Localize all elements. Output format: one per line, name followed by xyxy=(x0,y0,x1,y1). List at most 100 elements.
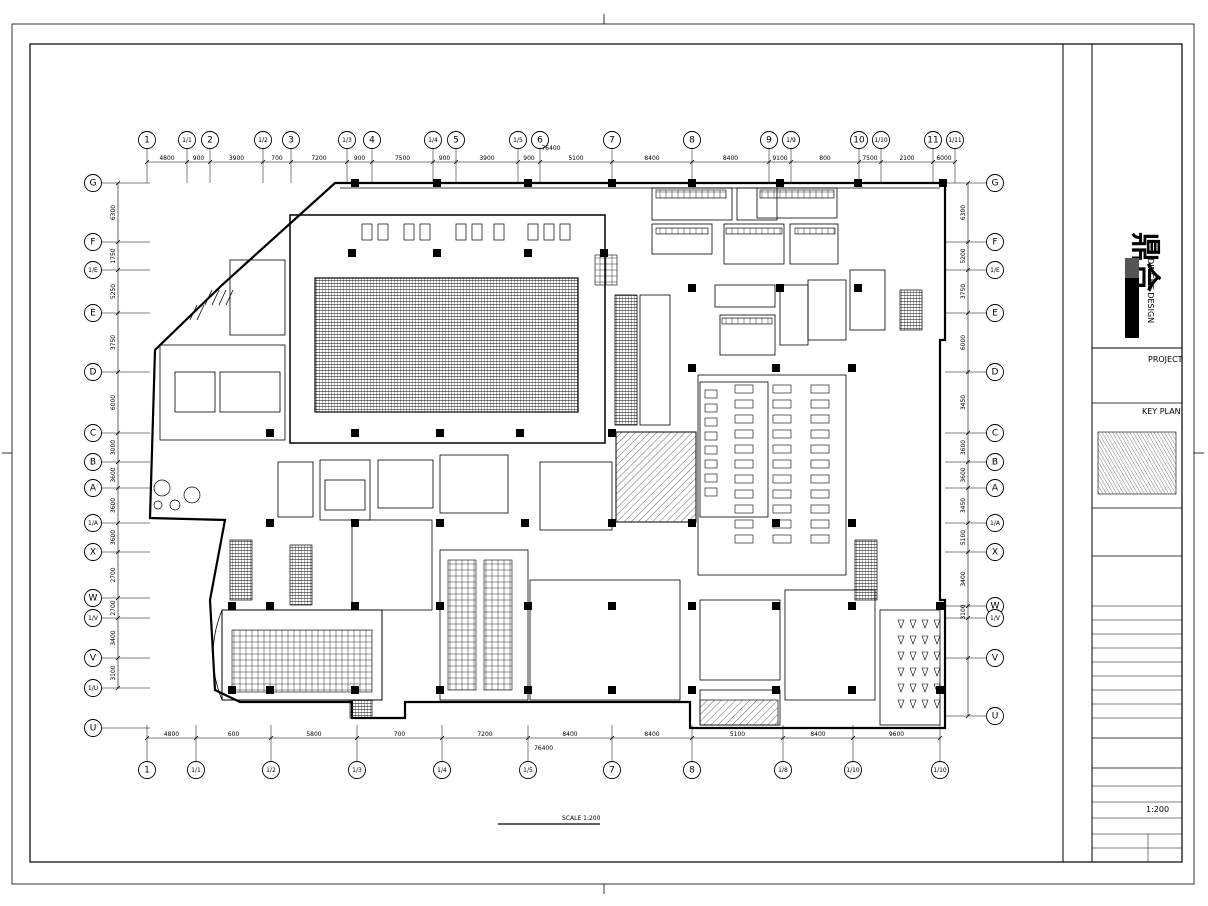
column-mark xyxy=(600,249,608,257)
bike-icon xyxy=(921,635,929,645)
axis-bubble-right-label: V xyxy=(992,654,999,664)
axis-bubble-top-label: 1/2 xyxy=(258,137,268,144)
axis-bubble-right: C xyxy=(986,424,1004,442)
axis-bubble-right-label: E xyxy=(992,309,998,319)
dimension-value: 8400 xyxy=(644,155,659,162)
axis-bubble-top: 1/11 xyxy=(946,131,964,149)
pool-loungers xyxy=(361,223,571,241)
axis-bubble-right-label: B xyxy=(992,458,998,468)
gym-machine xyxy=(810,444,830,454)
axis-bubble-top: 9 xyxy=(760,131,778,149)
bike-icon xyxy=(933,635,941,645)
dimension-value: 900 xyxy=(523,155,535,162)
changing-rooms-north xyxy=(651,187,886,356)
treadmill xyxy=(704,445,718,455)
axis-bubble-left-label: F xyxy=(90,238,95,248)
gym-machine xyxy=(734,444,754,454)
axis-bubble-top-label: 1/5 xyxy=(513,137,523,144)
dimension-value: 5250 xyxy=(110,284,117,299)
bike-icon xyxy=(897,635,905,645)
column-mark xyxy=(436,519,444,527)
bike-icon xyxy=(897,699,905,709)
axis-bubble-bottom-label: 1/3 xyxy=(352,767,362,774)
axis-bubble-bottom-label: 7 xyxy=(609,766,615,776)
axis-bubble-left: G xyxy=(84,174,102,192)
column-mark xyxy=(266,519,274,527)
bike-icon xyxy=(921,651,929,661)
classroom-desks xyxy=(447,559,513,691)
axis-bubble-bottom-label: 1/5 xyxy=(523,767,533,774)
dimension-value: 2100 xyxy=(899,155,914,162)
gym-machine xyxy=(810,489,830,499)
project-label-en: PROJECT xyxy=(1148,355,1183,364)
axis-bubble-left-label: D xyxy=(90,368,97,378)
axis-bubble-top: 1/2 xyxy=(254,131,272,149)
dimension-value: 3600 xyxy=(960,440,967,455)
dimension-value: 6300 xyxy=(960,205,967,220)
gym-machine xyxy=(810,474,830,484)
axis-bubble-top-label: 1/1 xyxy=(182,137,192,144)
dimension-value: 5100 xyxy=(730,731,745,738)
column-mark xyxy=(848,602,856,610)
axis-bubble-right-label: C xyxy=(992,429,998,439)
axis-bubble-left-label: 1/E xyxy=(88,267,98,274)
axis-bubble-bottom: 1/2 xyxy=(262,761,280,779)
lecture-room xyxy=(212,609,383,701)
axis-bubble-bottom-label: 1/2 xyxy=(266,767,276,774)
dimension-value: 900 xyxy=(193,155,205,162)
axis-bubble-top-label: 2 xyxy=(207,136,213,146)
dimension-total: 76400 xyxy=(541,145,560,152)
column-mark xyxy=(688,519,696,527)
dimension-value: 3000 xyxy=(110,440,117,455)
bike-icon xyxy=(933,651,941,661)
gym-machine xyxy=(772,459,792,469)
axis-bubble-left-label: 1/A xyxy=(88,520,99,527)
axis-bubble-left: A xyxy=(84,479,102,497)
column-mark xyxy=(688,284,696,292)
axis-bubble-left: 1/U xyxy=(84,679,102,697)
column-mark xyxy=(433,179,441,187)
bike-icon xyxy=(897,651,905,661)
axis-bubble-top: 1/5 xyxy=(509,131,527,149)
column-mark xyxy=(688,602,696,610)
column-mark xyxy=(608,179,616,187)
dimension-value: 8400 xyxy=(562,731,577,738)
column-mark xyxy=(436,429,444,437)
axis-bubble-right: 1/V xyxy=(986,609,1004,627)
column-mark xyxy=(608,686,616,694)
treadmill xyxy=(704,389,718,399)
dimension-value: 3600 xyxy=(110,498,117,513)
gym-machine xyxy=(734,489,754,499)
west-rooms xyxy=(159,259,286,441)
bike-icon xyxy=(909,651,917,661)
changing-rooms-south xyxy=(699,589,941,726)
dimension-value: 5100 xyxy=(960,530,967,545)
axis-bubble-top-label: 8 xyxy=(689,136,695,146)
gym-machine xyxy=(772,474,792,484)
swimming-pool-hall xyxy=(289,214,606,444)
axis-bubble-left-label: A xyxy=(90,484,97,494)
dimension-value: 3600 xyxy=(110,530,117,545)
axis-bubble-left-label: 1/V xyxy=(88,615,99,622)
gym-machine xyxy=(734,474,754,484)
column-mark xyxy=(524,179,532,187)
gym-machine xyxy=(734,414,754,424)
axis-bubble-bottom-label: 8 xyxy=(689,766,695,776)
key-plan-diagram xyxy=(1097,431,1177,495)
spinning-bikes xyxy=(897,619,941,709)
column-mark xyxy=(688,179,696,187)
bike-icon xyxy=(897,619,905,629)
bike-icon xyxy=(921,683,929,693)
column-mark xyxy=(848,364,856,372)
axis-bubble-top-label: 1 xyxy=(144,136,150,146)
gym-machine xyxy=(772,489,792,499)
column-mark xyxy=(772,364,780,372)
escalators xyxy=(594,254,671,426)
column-mark xyxy=(848,686,856,694)
axis-bubble-left-label: C xyxy=(90,429,96,439)
column-mark xyxy=(854,179,862,187)
axis-bubble-left: V xyxy=(84,649,102,667)
hatched-floor xyxy=(699,699,779,726)
